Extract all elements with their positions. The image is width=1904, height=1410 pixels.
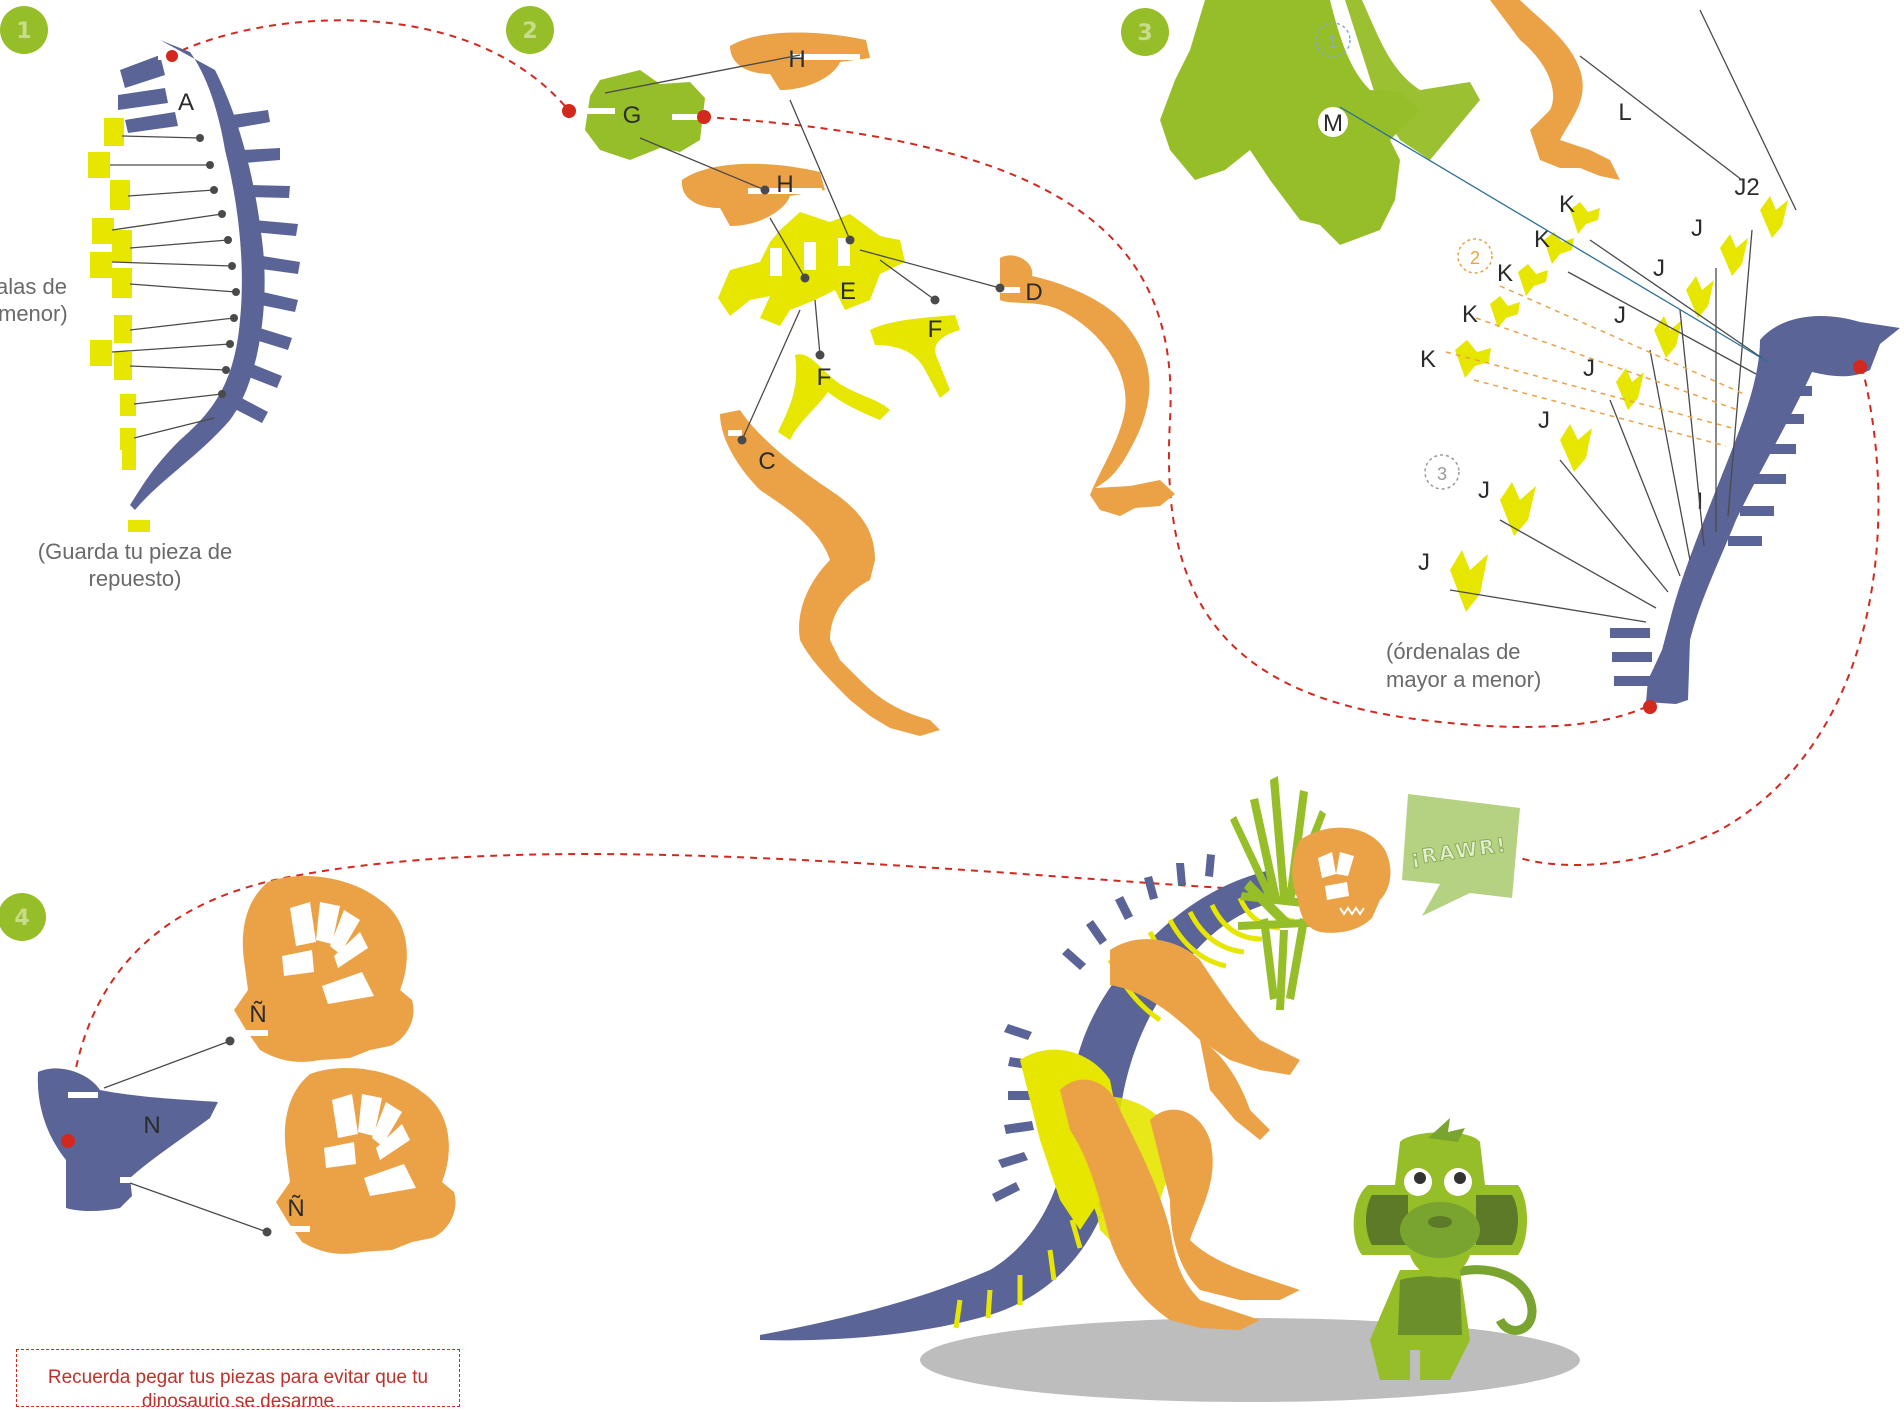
svg-text:3: 3 (1437, 464, 1447, 484)
spare-note-line-1: (Guarda tu pieza de (38, 539, 232, 564)
step3-group: M 1 L I (1160, 0, 1900, 714)
svg-text:J: J (1478, 477, 1490, 504)
step1-note-line-1: alas de (0, 274, 67, 299)
frill-piece-m: M 1 (1160, 0, 1480, 245)
spine-spacers (88, 118, 150, 532)
pelvis-piece-e: E (718, 212, 905, 326)
svg-text:J: J (1653, 255, 1665, 282)
skull-half-2: Ñ (276, 1068, 455, 1254)
spare-spacer (128, 520, 150, 532)
svg-text:D: D (1025, 279, 1042, 306)
svg-text:1: 1 (1328, 32, 1338, 52)
reminder-box: Recuerda pegar tus piezas para evitar qu… (16, 1349, 460, 1407)
step1-group: A alas de menor) (Guarda tu pieza (0, 40, 300, 591)
skull-half-1: Ñ (234, 876, 413, 1062)
spine-piece-a: A (118, 40, 300, 510)
svg-text:F: F (817, 364, 832, 391)
svg-text:N: N (143, 1112, 160, 1139)
svg-text:2: 2 (1470, 248, 1480, 268)
order-note-line-2: mayor a menor) (1386, 667, 1541, 692)
step1-note-line-2: menor) (0, 301, 68, 326)
leg-piece-c: C (720, 410, 940, 736)
spare-note-line-2: repuesto) (89, 566, 182, 591)
svg-text:H: H (776, 171, 793, 198)
svg-text:K: K (1497, 260, 1513, 287)
svg-text:4: 4 (14, 906, 29, 931)
svg-text:F: F (928, 316, 943, 343)
svg-text:J: J (1691, 215, 1703, 242)
svg-text:K: K (1559, 191, 1575, 218)
step-badge-3: 3 (1121, 8, 1169, 56)
svg-text:A: A (178, 89, 194, 116)
svg-text:L: L (1618, 99, 1631, 126)
thigh-piece-d: D (998, 255, 1175, 516)
svg-text:M: M (1323, 110, 1343, 137)
step-badge-4: 4 (0, 893, 46, 941)
svg-text:C: C (758, 448, 775, 475)
hip-piece-g: G (562, 70, 711, 160)
svg-text:3: 3 (1137, 21, 1152, 46)
step-badge-1: 1 (0, 6, 48, 54)
reminder-line-1: Recuerda pegar tus piezas para evitar qu… (17, 1366, 459, 1390)
svg-text:2: 2 (522, 19, 537, 44)
svg-text:Ñ: Ñ (287, 1195, 304, 1222)
svg-text:H: H (788, 46, 805, 73)
step-badge-2: 2 (506, 6, 554, 54)
svg-text:G: G (623, 102, 642, 129)
svg-text:1: 1 (16, 19, 31, 44)
reminder-line-2: dinosaurio se desarme (17, 1390, 459, 1407)
svg-text:K: K (1420, 346, 1436, 373)
speech-bubble: ¡RAWR! (1402, 794, 1520, 916)
svg-text:Ñ: Ñ (249, 1001, 266, 1028)
jaw-piece-n: N (38, 1068, 218, 1211)
svg-text:E: E (840, 278, 856, 305)
dino-skull (1292, 828, 1390, 933)
order-note-line-1: (órdenalas de (1386, 639, 1521, 664)
svg-text:J: J (1614, 302, 1626, 329)
step2-group: G H H E D C F (562, 32, 1175, 736)
svg-text:J2: J2 (1734, 174, 1759, 201)
svg-text:J: J (1418, 549, 1430, 576)
svg-text:K: K (1462, 301, 1478, 328)
assembly-path-2-3 (704, 117, 1650, 727)
hip-plate-h-top: H (730, 32, 870, 90)
step4-group: N Ñ Ñ (38, 876, 456, 1254)
arm-piece-l: L (1490, 0, 1632, 180)
small-bones-f: F F (778, 315, 960, 440)
step4-connector-dots (226, 1037, 272, 1237)
svg-text:J: J (1538, 407, 1550, 434)
